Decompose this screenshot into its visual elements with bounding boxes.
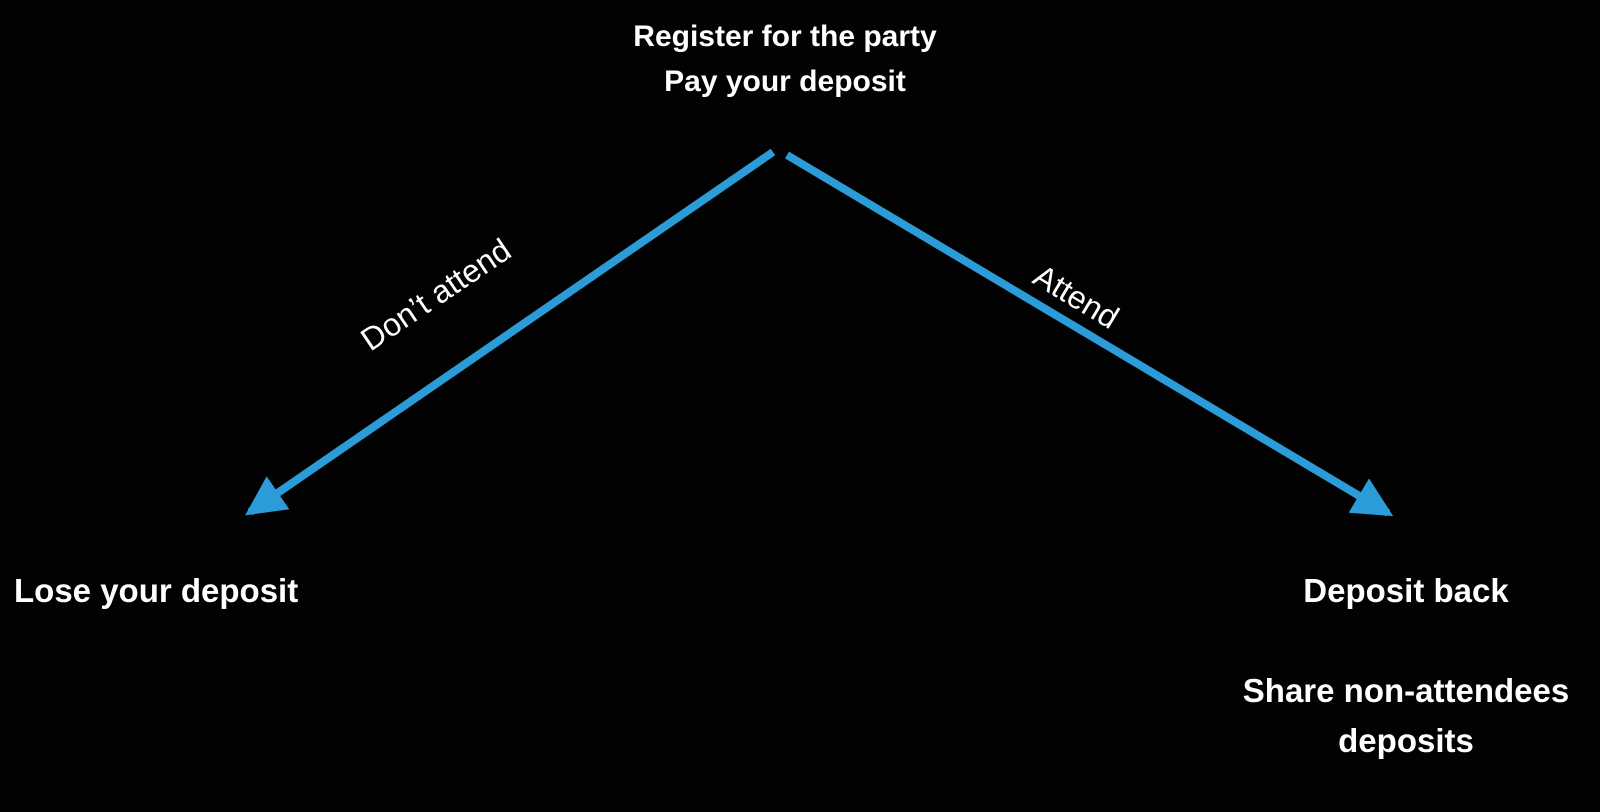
root-node: Register for the party Pay your deposit xyxy=(633,14,936,104)
attend-arrow xyxy=(784,151,1394,517)
outcome-lose-deposit: Lose your deposit xyxy=(14,572,299,609)
outcome-share-deposits: Share non-attendees deposits xyxy=(1243,666,1569,766)
outcome-share-deposits-line2: deposits xyxy=(1338,722,1474,759)
root-node-line2: Pay your deposit xyxy=(664,65,906,98)
dont-attend-arrow xyxy=(245,148,776,516)
outcome-share-deposits-line1: Share non-attendees xyxy=(1242,672,1570,709)
outcome-deposit-back: Deposit back xyxy=(1303,572,1509,609)
root-node-line1: Register for the party xyxy=(633,20,937,53)
